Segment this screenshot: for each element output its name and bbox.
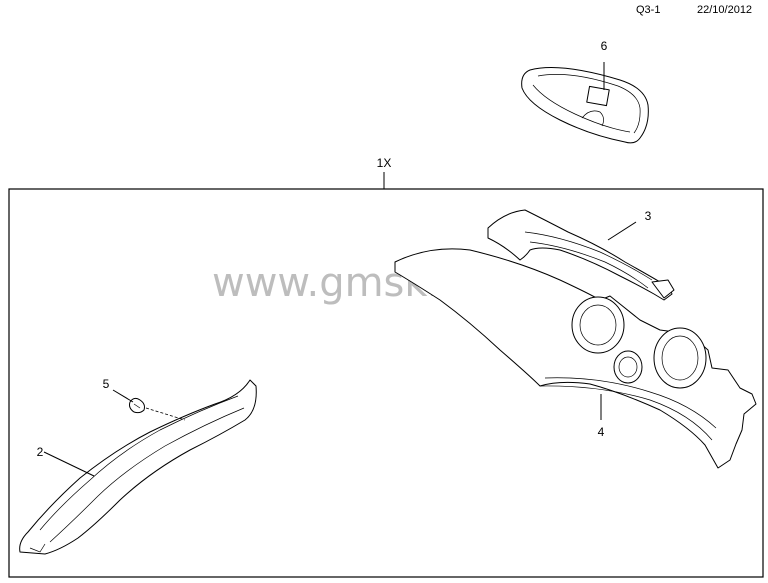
callout-2: 2 — [37, 445, 44, 459]
callout-6: 6 — [601, 39, 608, 53]
callout-4: 4 — [598, 425, 605, 439]
diagram-date: 22/10/2012 — [697, 4, 753, 16]
part-4-instrument-cover — [394, 248, 757, 469]
part-5-clip — [112, 389, 186, 421]
callout-3: 3 — [645, 209, 652, 223]
callout-5: 5 — [103, 377, 110, 391]
part-3-trim-strip — [487, 209, 675, 301]
diagram-code: Q3-1 — [636, 4, 661, 16]
assembly-frame — [8, 188, 764, 578]
callout-1x: 1X — [377, 156, 392, 170]
part-6-mirror — [521, 62, 649, 144]
part-2-trim-panel — [19, 379, 257, 555]
